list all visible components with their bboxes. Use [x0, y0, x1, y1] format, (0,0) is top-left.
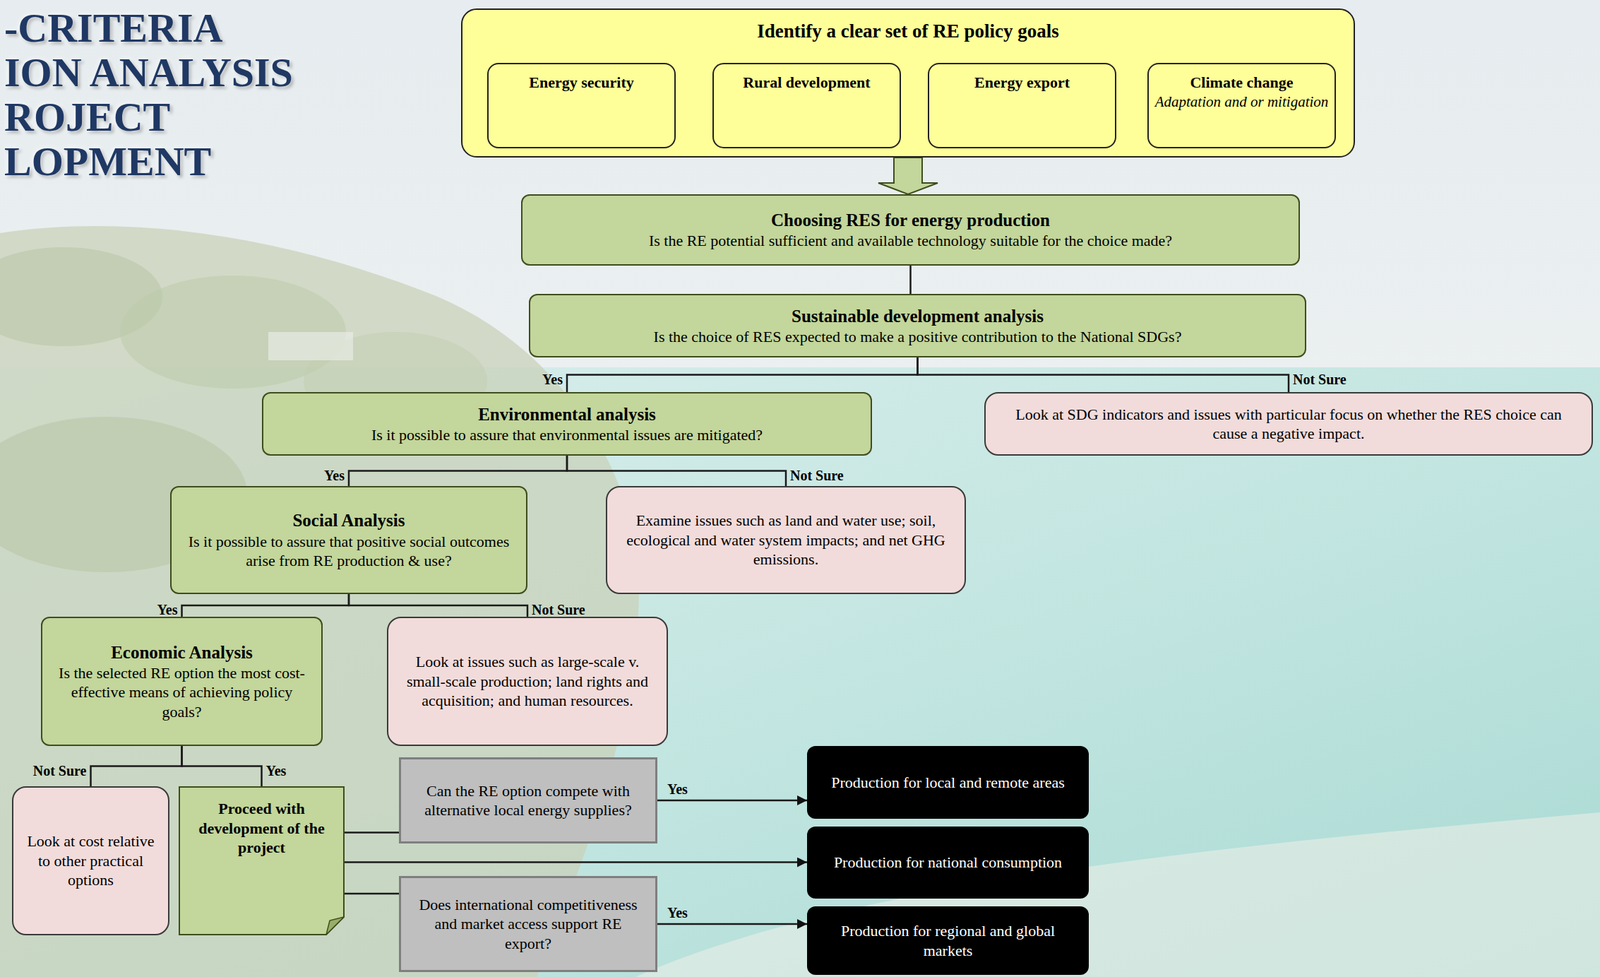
edge-label: Yes	[266, 761, 287, 779]
connector-line	[344, 860, 808, 863]
connector-line	[657, 922, 808, 925]
node-text: Proceed with development of the project	[188, 798, 335, 858]
beach	[635, 812, 1600, 977]
goal-box: Rural development	[712, 62, 901, 149]
node-text: Does international competitiveness and m…	[409, 894, 647, 954]
connector-line	[348, 455, 567, 486]
note-body	[179, 786, 344, 935]
note-box: Look at issues such as large-scale v. sm…	[386, 616, 668, 746]
node-text: Production for local and remote areas	[818, 772, 1078, 793]
node-text: Examine issues such as land and water us…	[618, 510, 954, 570]
node-text: Look at cost relative to other practical…	[24, 831, 157, 890]
process-box: Social AnalysisIs it possible to assure …	[170, 485, 528, 594]
connector-line	[182, 593, 350, 617]
edge-label: Not Sure	[1292, 370, 1347, 388]
node-text: Social Analysis	[182, 509, 515, 531]
process-box: Choosing RES for energy productionIs the…	[521, 194, 1300, 266]
node-text: Can the RE option compete with alternati…	[409, 780, 647, 820]
node-text: Energy security	[494, 72, 669, 93]
connector-line	[344, 892, 399, 895]
goal-panel: Identify a clear set of RE policy goalsE…	[461, 8, 1355, 158]
node-text: Is the selected RE option the most cost-…	[53, 663, 310, 722]
edge-label: Yes	[667, 903, 688, 921]
node-text: Choosing RES for energy production	[533, 209, 1288, 231]
outcome-box: Production for regional and global marke…	[807, 905, 1089, 975]
process-box: Sustainable development analysisIs the c…	[528, 293, 1307, 358]
goal-box: Energy security	[487, 62, 676, 149]
house	[268, 331, 354, 361]
process-box: Economic AnalysisIs the selected RE opti…	[40, 616, 323, 746]
action-note: Proceed with development of the project	[178, 785, 345, 935]
page-title: -CRITERIA ION ANALYSIS ROJECT LOPMENT	[4, 5, 305, 184]
edge-label: Yes	[324, 466, 345, 484]
node-text: Look at issues such as large-scale v. sm…	[399, 651, 656, 711]
node-text: Is it possible to assure that positive s…	[182, 531, 515, 571]
block-arrow	[878, 157, 938, 195]
node-text: Energy export	[934, 72, 1110, 93]
connector-line	[917, 357, 1290, 392]
connector-line	[566, 455, 786, 486]
node-text: Is the choice of RES expected to make a …	[541, 326, 1294, 347]
connector-line	[344, 831, 399, 834]
connector-line	[566, 357, 918, 392]
question-box: Does international competitiveness and m…	[398, 875, 658, 972]
edge-label: Not Sure	[790, 466, 844, 484]
node-text: Environmental analysis	[274, 403, 860, 426]
note-outline	[178, 785, 345, 935]
note-box: Look at SDG indicators and issues with p…	[984, 391, 1593, 456]
goal-box: Energy export	[927, 62, 1117, 149]
node-text: Look at SDG indicators and issues with p…	[996, 404, 1581, 444]
note-fold	[326, 916, 344, 935]
connector-line	[909, 265, 912, 294]
node-text: Production for regional and global marke…	[818, 920, 1078, 960]
node-text: Is the RE potential sufficient and avail…	[533, 230, 1288, 251]
edge-label: Yes	[542, 370, 563, 388]
node-text: Is it possible to assure that environmen…	[274, 425, 860, 445]
question-box: Can the RE option compete with alternati…	[398, 756, 658, 844]
connector-line	[657, 799, 808, 802]
connector-line	[182, 745, 262, 786]
node-text: Economic Analysis	[53, 641, 310, 664]
edge-label: Not Sure	[531, 600, 586, 618]
edge-label: Yes	[157, 600, 178, 618]
node-text: Sustainable development analysis	[541, 305, 1294, 327]
note-box: Look at cost relative to other practical…	[12, 785, 170, 935]
tree	[0, 416, 248, 572]
node-text: Rural development	[719, 72, 894, 93]
outcome-box: Production for local and remote areas	[807, 745, 1089, 819]
edge-label: Not Sure	[33, 761, 87, 779]
outcome-box: Production for national consumption	[807, 826, 1089, 899]
node-text: Climate change	[1154, 72, 1329, 93]
process-box: Environmental analysisIs it possible to …	[261, 391, 873, 456]
note-box: Examine issues such as land and water us…	[605, 485, 966, 594]
edge-label: Yes	[667, 780, 688, 798]
node-text: Adaptation and or mitigation	[1154, 92, 1329, 111]
connector-line	[91, 745, 183, 786]
node-text: Production for national consumption	[818, 852, 1078, 873]
node-text: Identify a clear set of RE policy goals	[476, 19, 1340, 44]
connector-line	[348, 593, 528, 617]
goal-box: Climate changeAdaptation and or mitigati…	[1147, 62, 1336, 149]
